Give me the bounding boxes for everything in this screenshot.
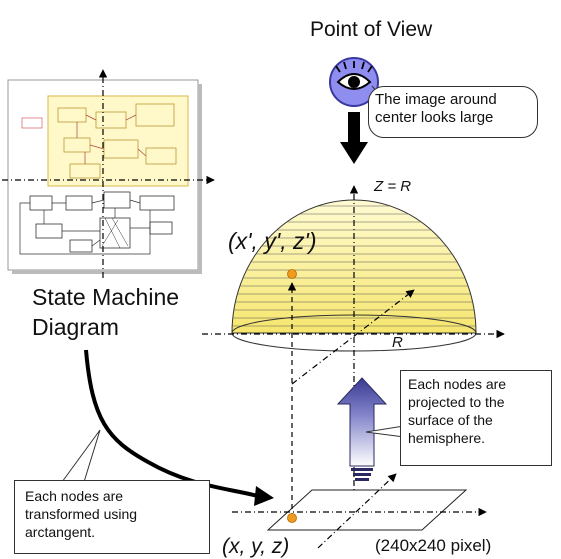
source-point	[287, 513, 297, 523]
pixel-size-label: (240x240 pixel)	[375, 536, 492, 555]
point-of-view-label: Point of View	[310, 18, 433, 41]
projected-point	[287, 269, 297, 279]
down-arrow	[340, 112, 368, 164]
base-plane	[266, 489, 468, 531]
state-machine-label: State Machine Diagram	[32, 284, 180, 340]
eye-icon	[329, 57, 379, 107]
z-eq-r-label: Z = R	[374, 178, 412, 195]
projected-coordinate-label: (x', y', z')	[228, 228, 317, 254]
projected-note: Each nodes are projected to the surface …	[400, 370, 552, 466]
projection-up-arrow	[336, 377, 388, 481]
transform-arrow	[84, 349, 259, 498]
transformed-note: Each nodes are transformed using arctang…	[14, 480, 210, 554]
transform-arrowhead	[254, 486, 274, 506]
state-machine-thumbnail	[7, 79, 202, 274]
eye-callout: The image around center looks large	[368, 86, 538, 138]
hemisphere	[231, 199, 477, 352]
base-y-axis	[317, 473, 397, 549]
radius-label: R	[392, 334, 403, 351]
source-coordinate-label: (x, y, z)	[222, 535, 290, 558]
transformed-note-tail	[61, 429, 101, 483]
